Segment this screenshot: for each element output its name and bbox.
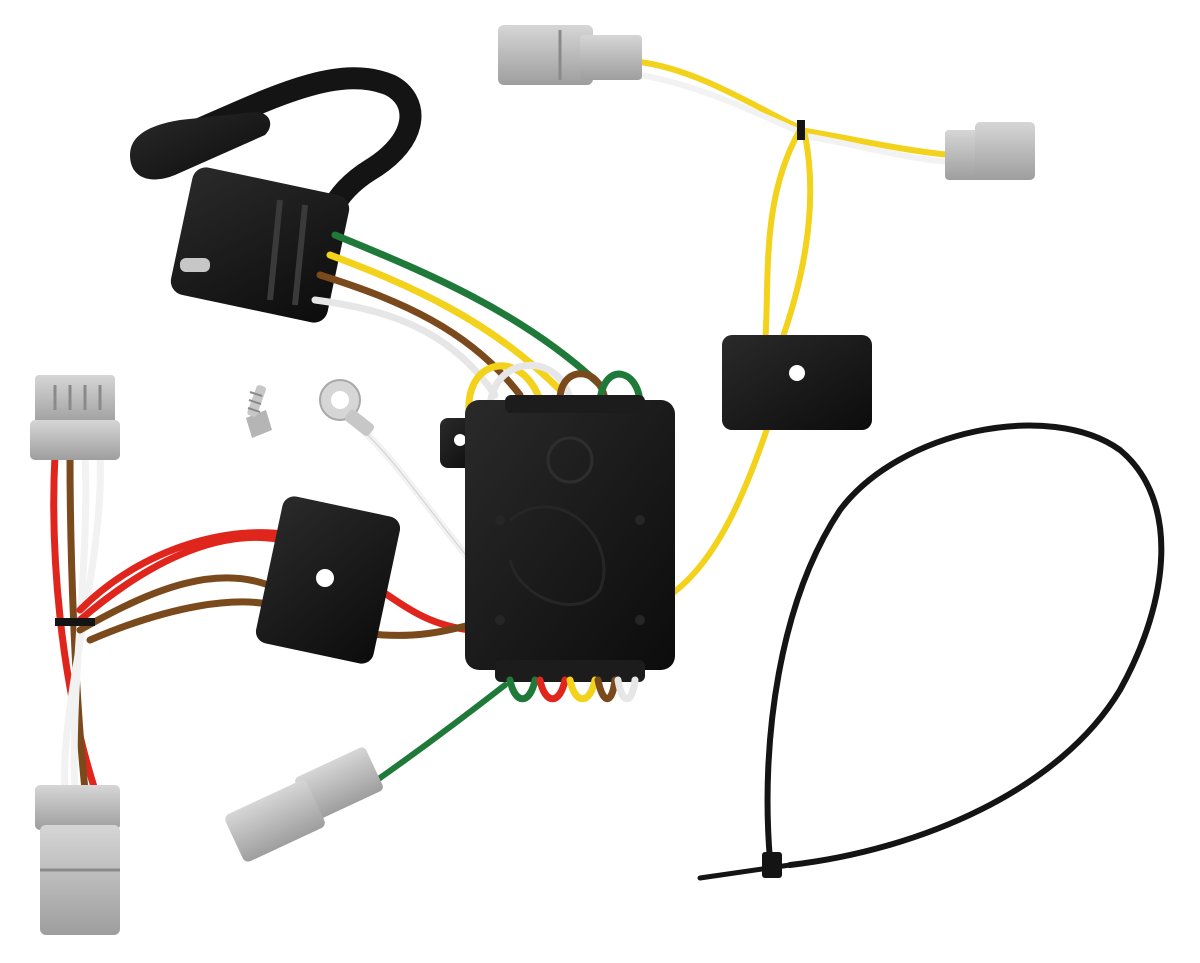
top-right-harness bbox=[498, 25, 1035, 598]
connector-ridge bbox=[292, 204, 308, 306]
gray-connector-right bbox=[945, 122, 1035, 180]
tie-wrap-small bbox=[797, 120, 805, 140]
mounting-bracket-left bbox=[255, 496, 401, 664]
mounting-bracket-right bbox=[722, 335, 872, 430]
cable-tie bbox=[697, 422, 1165, 881]
left-harness bbox=[30, 375, 474, 935]
converter-module bbox=[440, 395, 675, 682]
module-loop-wires bbox=[465, 362, 644, 424]
module-bottom-wires bbox=[367, 676, 639, 788]
gray-connector-left-bottom bbox=[35, 785, 120, 935]
terminal-pin bbox=[180, 258, 210, 272]
ring-terminal bbox=[319, 379, 474, 564]
self-tapping-screw bbox=[246, 385, 272, 438]
connector-ridge bbox=[267, 199, 283, 301]
tie-wrap-small bbox=[55, 618, 95, 626]
gray-connector-bottom bbox=[225, 747, 383, 862]
gray-connector-top bbox=[498, 25, 642, 85]
gray-connector-left-top bbox=[30, 375, 120, 460]
four-flat-connector bbox=[130, 67, 422, 323]
dust-cap bbox=[130, 112, 271, 180]
